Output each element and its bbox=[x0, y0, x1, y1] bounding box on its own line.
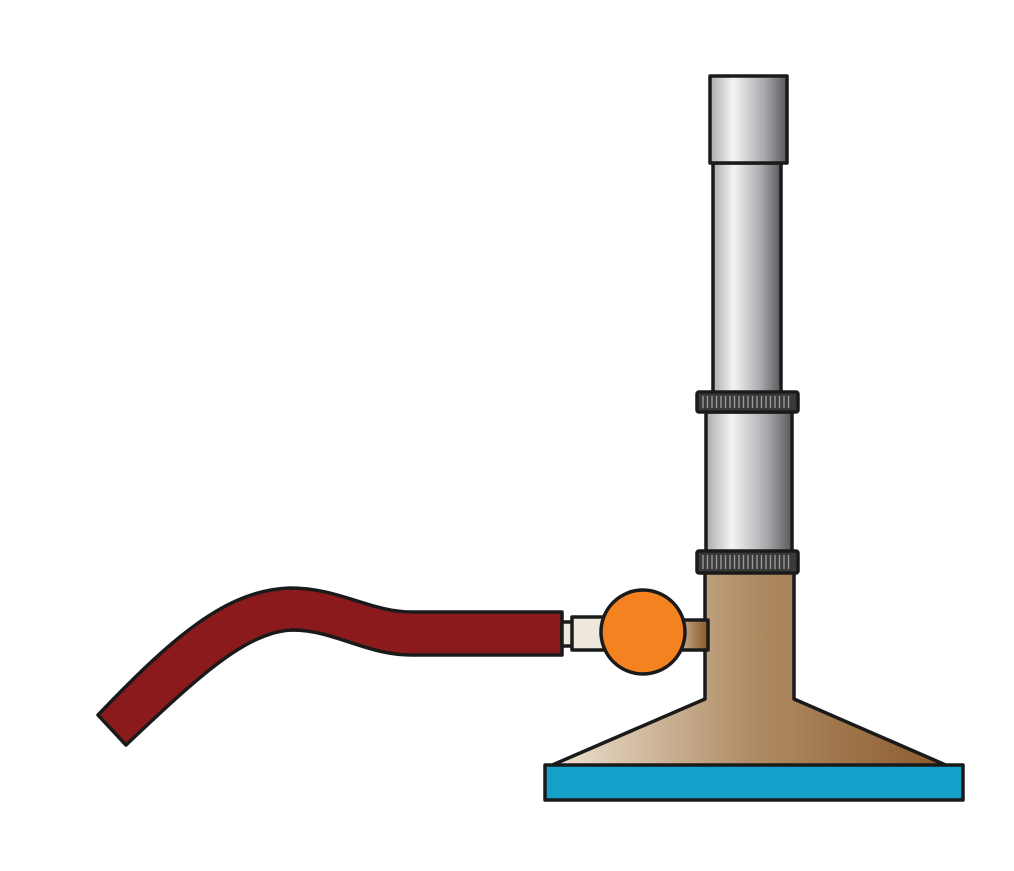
lower-collar-icon bbox=[695, 549, 800, 575]
air-regulator-tube-icon bbox=[704, 410, 794, 556]
gas-valve-knob-icon bbox=[599, 588, 687, 676]
gas-nozzle-icon bbox=[560, 615, 607, 652]
rubber-hose-icon bbox=[96, 586, 564, 747]
upper-collar-icon bbox=[695, 390, 800, 414]
chimney-cap-icon bbox=[708, 74, 789, 165]
burner-body-icon bbox=[548, 568, 950, 768]
base-plate-icon bbox=[543, 763, 965, 802]
chimney-tube-icon bbox=[711, 161, 783, 401]
